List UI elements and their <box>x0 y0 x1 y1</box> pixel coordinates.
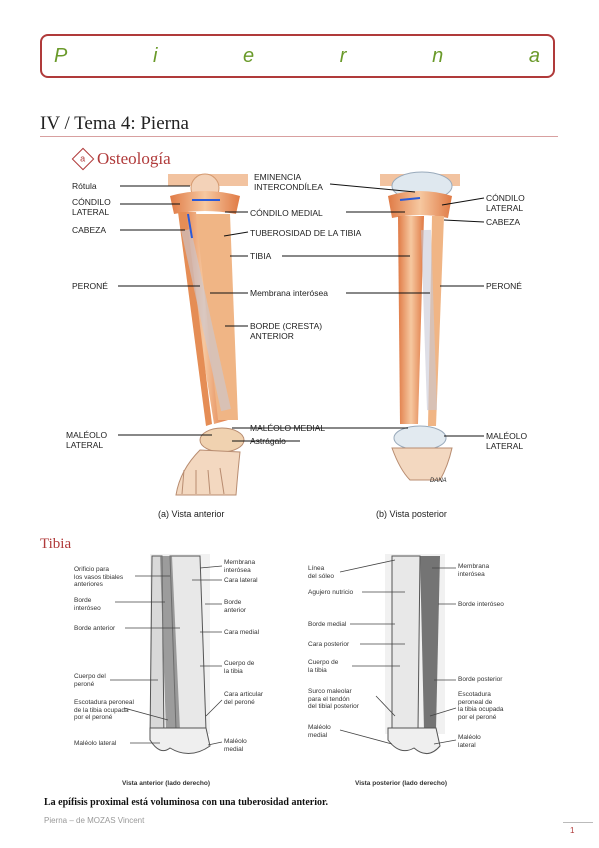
label-orificio: Orificio para los vasos tibiales anterio… <box>74 566 124 588</box>
section-heading: a Osteología <box>71 147 171 171</box>
tibia-posterior <box>385 554 445 754</box>
label-cara-posterior: Cara posterior <box>308 641 350 648</box>
banner-letter: P <box>54 44 69 67</box>
label-condilo-medial: CÓNDILO MEDIAL <box>250 208 323 218</box>
label-rotula: Rótula <box>72 181 97 191</box>
label-maleolo-medial: MALÉOLO MEDIAL <box>250 423 326 433</box>
banner-letter: a <box>528 44 541 67</box>
title-divider <box>40 136 558 137</box>
tibia-illustration <box>110 554 457 754</box>
label-perone-post: PERONÉ <box>486 281 522 291</box>
label-borde-anterior-2: Borde anterior <box>74 625 116 632</box>
label-borde-medial: Borde medial <box>308 621 347 628</box>
subsection-title: Tibia <box>40 536 72 552</box>
label-cara-medial: Cara medial <box>224 629 260 636</box>
label-perone-ant: PERONÉ <box>72 281 108 291</box>
anterior-view <box>168 173 248 496</box>
label-escotadura-2: Escotadura peroneal de la tibia ocupada … <box>458 691 504 721</box>
tibia-figure: Orificio para los vasos tibiales anterio… <box>74 554 504 787</box>
caption-tibia-posterior: Vista posterior (lado derecho) <box>355 780 447 787</box>
label-cara-articular: Cara articular del peroné <box>224 691 264 706</box>
label-maleolo-medial-2: Maléolo medial <box>224 738 247 753</box>
label-tuberosidad: TUBEROSIDAD DE LA TIBIA <box>250 228 362 238</box>
label-condilo-lateral-ant: CÓNDILO LATERAL <box>72 197 111 217</box>
page-number: 1 <box>570 826 575 835</box>
label-maleolo-lateral-3: Maléolo lateral <box>458 734 481 749</box>
label-astragalo: Astrágalo <box>250 436 286 446</box>
label-membrana-2: Membrana interósea <box>224 559 256 574</box>
label-borde-anterior: BORDE (CRESTA) ANTERIOR <box>250 321 323 341</box>
tibia-anterior <box>149 554 211 754</box>
label-agujero-nutricio: Agujero nutricio <box>308 589 354 596</box>
caption-tibia-anterior: Vista anterior (lado derecho) <box>122 780 211 787</box>
caption-posterior: (b) Vista posterior <box>376 509 447 519</box>
label-membrana: Membrana interósea <box>250 288 328 298</box>
label-cuerpo-perone: Cuerpo del peroné <box>74 673 106 688</box>
label-membrana-3: Membrana interósea <box>458 563 490 578</box>
banner-letter: n <box>432 44 445 67</box>
label-linea-soleo: Línea del sóleo <box>308 565 335 580</box>
label-maleolo-lateral-post: MALÉOLO LATERAL <box>486 431 528 451</box>
page-number-rule <box>563 822 593 823</box>
label-escotadura: Escotadura peroneal de la tibia ocupada … <box>74 699 134 721</box>
label-condilo-lateral-post: CÓNDILO LATERAL <box>486 193 525 213</box>
label-maleolo-medial-3: Maléolo medial <box>308 724 331 739</box>
footer-text: Pierna – de MOZAS Vincent <box>44 816 145 825</box>
label-cabeza-ant: CABEZA <box>72 225 107 235</box>
label-maleolo-lateral-2: Maléolo lateral <box>74 740 117 747</box>
label-borde-posterior: Borde posterior <box>458 676 503 683</box>
leader-lines <box>118 183 485 442</box>
leg-bones-figure: Rótula CÓNDILO LATERAL CABEZA PERONÉ MAL… <box>66 171 528 519</box>
label-cara-lateral: Cara lateral <box>224 577 258 584</box>
banner-letter: e <box>243 44 256 67</box>
caption-anterior: (a) Vista anterior <box>158 509 225 519</box>
tibia-leader-lines <box>110 559 457 746</box>
label-maleolo-lateral-ant: MALÉOLO LATERAL <box>66 430 108 450</box>
label-borde-anterior-3: Borde anterior <box>224 599 247 614</box>
label-cuerpo-tibia-2: Cuerpo de la tibia <box>308 659 339 674</box>
label-surco-maleolar: Surco maleolar para el tendón del tibial… <box>308 688 359 710</box>
page-title: IV / Tema 4: Pierna <box>40 113 189 134</box>
banner-letter: r <box>339 44 348 67</box>
body-text: La epífisis proximal está voluminosa con… <box>44 797 329 808</box>
label-borde-interoseo-2: Borde interóseo <box>458 601 504 608</box>
artist-signature: DANA <box>430 478 447 484</box>
label-borde-interoseo: Borde interóseo <box>74 597 101 612</box>
leg-bones-illustration <box>118 171 485 496</box>
label-eminencia: EMINENCIA INTERCONDÍLEA <box>254 172 323 192</box>
banner-letter: i <box>152 44 159 67</box>
label-cuerpo-tibia: Cuerpo de la tibia <box>224 660 255 675</box>
posterior-view <box>380 171 460 481</box>
title-banner: P i e r n a <box>40 34 555 78</box>
label-cabeza-post: CABEZA <box>486 217 521 227</box>
section-title: Osteología <box>97 149 171 168</box>
label-tibia: TIBIA <box>250 251 272 261</box>
